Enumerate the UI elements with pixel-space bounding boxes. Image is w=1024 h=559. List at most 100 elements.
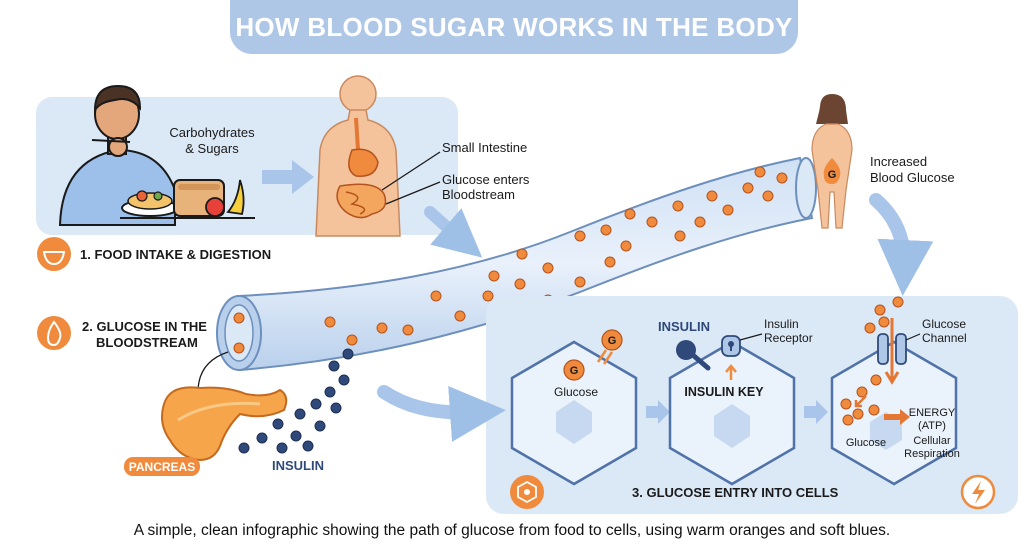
particle <box>762 190 774 202</box>
particle <box>290 430 302 442</box>
arrow-food-to-body <box>262 160 314 194</box>
insulin-key-icon <box>676 340 711 371</box>
particle <box>342 348 354 360</box>
blood-sugar-diagram: Carbohydrates & Sugars Small Intestine G… <box>36 75 1018 514</box>
insulin-particles <box>238 348 354 454</box>
digestive-body-illustration <box>315 75 401 237</box>
particle <box>624 208 636 220</box>
channel-pointer <box>905 333 921 341</box>
particle <box>868 404 880 416</box>
particle <box>742 182 754 194</box>
pancreas-label: PANCREAS <box>129 460 195 474</box>
cell1-glucose-label: Glucose <box>554 385 598 399</box>
particle <box>488 270 500 282</box>
step3-label: 3. GLUCOSE ENTRY INTO CELLS <box>632 485 839 500</box>
up-arrow-icon <box>725 364 737 380</box>
food-label-2: & Sugars <box>185 141 239 156</box>
particle <box>233 312 245 324</box>
channel-label-2: Channel <box>922 331 967 345</box>
particle <box>294 408 306 420</box>
particle <box>706 190 718 202</box>
receptor-label-2: Receptor <box>764 331 813 345</box>
step2-label: 2. GLUCOSE IN THE <box>82 319 207 334</box>
step1-label: 1. FOOD INTAKE & DIGESTION <box>80 247 271 262</box>
particle <box>482 290 494 302</box>
particle <box>328 360 340 372</box>
particle <box>338 374 350 386</box>
receptor-pointer <box>739 333 763 341</box>
blood-vessel <box>216 156 817 372</box>
arrow-to-cells-right <box>869 193 934 296</box>
glucose-outside-badge <box>601 329 623 351</box>
intestine-pointer <box>381 151 441 191</box>
arrow-to-cells-left <box>377 385 506 442</box>
particle <box>272 418 284 430</box>
cell3-glucose-label: Glucose <box>846 437 886 449</box>
particle <box>238 442 250 454</box>
step2-label-2: BLOODSTREAM <box>96 335 198 350</box>
insulin-receptor-icon <box>721 335 741 357</box>
particle <box>302 440 314 452</box>
particle <box>674 230 686 242</box>
page-title: HOW BLOOD SUGAR WORKS IN THE BODY <box>230 0 798 54</box>
particle <box>600 224 612 236</box>
particle <box>620 240 632 252</box>
pancreas-illustration <box>161 386 288 462</box>
food-plate-illustration <box>120 179 255 219</box>
particle <box>574 230 586 242</box>
particle <box>516 248 528 260</box>
energy-label: ENERGY <box>909 407 956 419</box>
particle <box>878 316 890 328</box>
particle <box>542 262 554 274</box>
bowl-icon <box>37 237 71 271</box>
intestine-label: Small Intestine <box>442 140 527 155</box>
particle <box>840 398 852 410</box>
energy-arrow-icon <box>884 409 910 425</box>
increased-label: Increased <box>870 154 927 169</box>
chevron-arrow-2 <box>804 400 828 424</box>
particle <box>376 322 388 334</box>
diag-arrow-icon <box>854 395 867 408</box>
cell-1 <box>510 340 638 486</box>
bloodstream-pointer <box>385 181 441 205</box>
insulin-title: INSULIN <box>658 319 710 334</box>
particle <box>870 374 882 386</box>
particle <box>874 304 886 316</box>
particle <box>672 200 684 212</box>
particle <box>276 442 288 454</box>
particle <box>346 334 358 346</box>
caption: A simple, clean infographic showing the … <box>133 522 891 539</box>
glucose-orange-badge <box>563 359 585 381</box>
glucose-enters-label: Glucose enters <box>442 172 530 187</box>
glucose-channel-icon <box>877 333 907 365</box>
flame-icon <box>37 316 71 350</box>
particle <box>694 216 706 228</box>
woman-g-badge: G <box>828 169 837 181</box>
down-arrow-icon <box>884 318 900 385</box>
respiration-label: Cellular <box>913 435 951 447</box>
particle <box>574 276 586 288</box>
respiration-label-2: Respiration <box>904 448 960 460</box>
particle <box>314 420 326 432</box>
glucose-enters-label-2: Bloodstream <box>442 187 515 202</box>
particle <box>864 322 876 334</box>
particle <box>646 216 658 228</box>
insulin-label: INSULIN <box>272 458 324 473</box>
particle <box>402 324 414 336</box>
particle <box>430 290 442 302</box>
particle <box>233 342 245 354</box>
chevron-arrow-1 <box>646 400 670 424</box>
svg-text:G: G <box>608 335 617 347</box>
insulin-key-label: INSULIN KEY <box>684 385 764 399</box>
arrow-to-bloodstream <box>424 206 483 258</box>
increased-label-2: Blood Glucose <box>870 170 955 185</box>
channel-label: Glucose <box>922 317 966 331</box>
cell-2 <box>668 340 796 486</box>
blocked-mark <box>596 349 608 363</box>
particle <box>856 386 868 398</box>
particle <box>454 310 466 322</box>
cell-3 <box>830 340 958 486</box>
particle <box>754 166 766 178</box>
particle <box>310 398 322 410</box>
particle <box>722 204 734 216</box>
